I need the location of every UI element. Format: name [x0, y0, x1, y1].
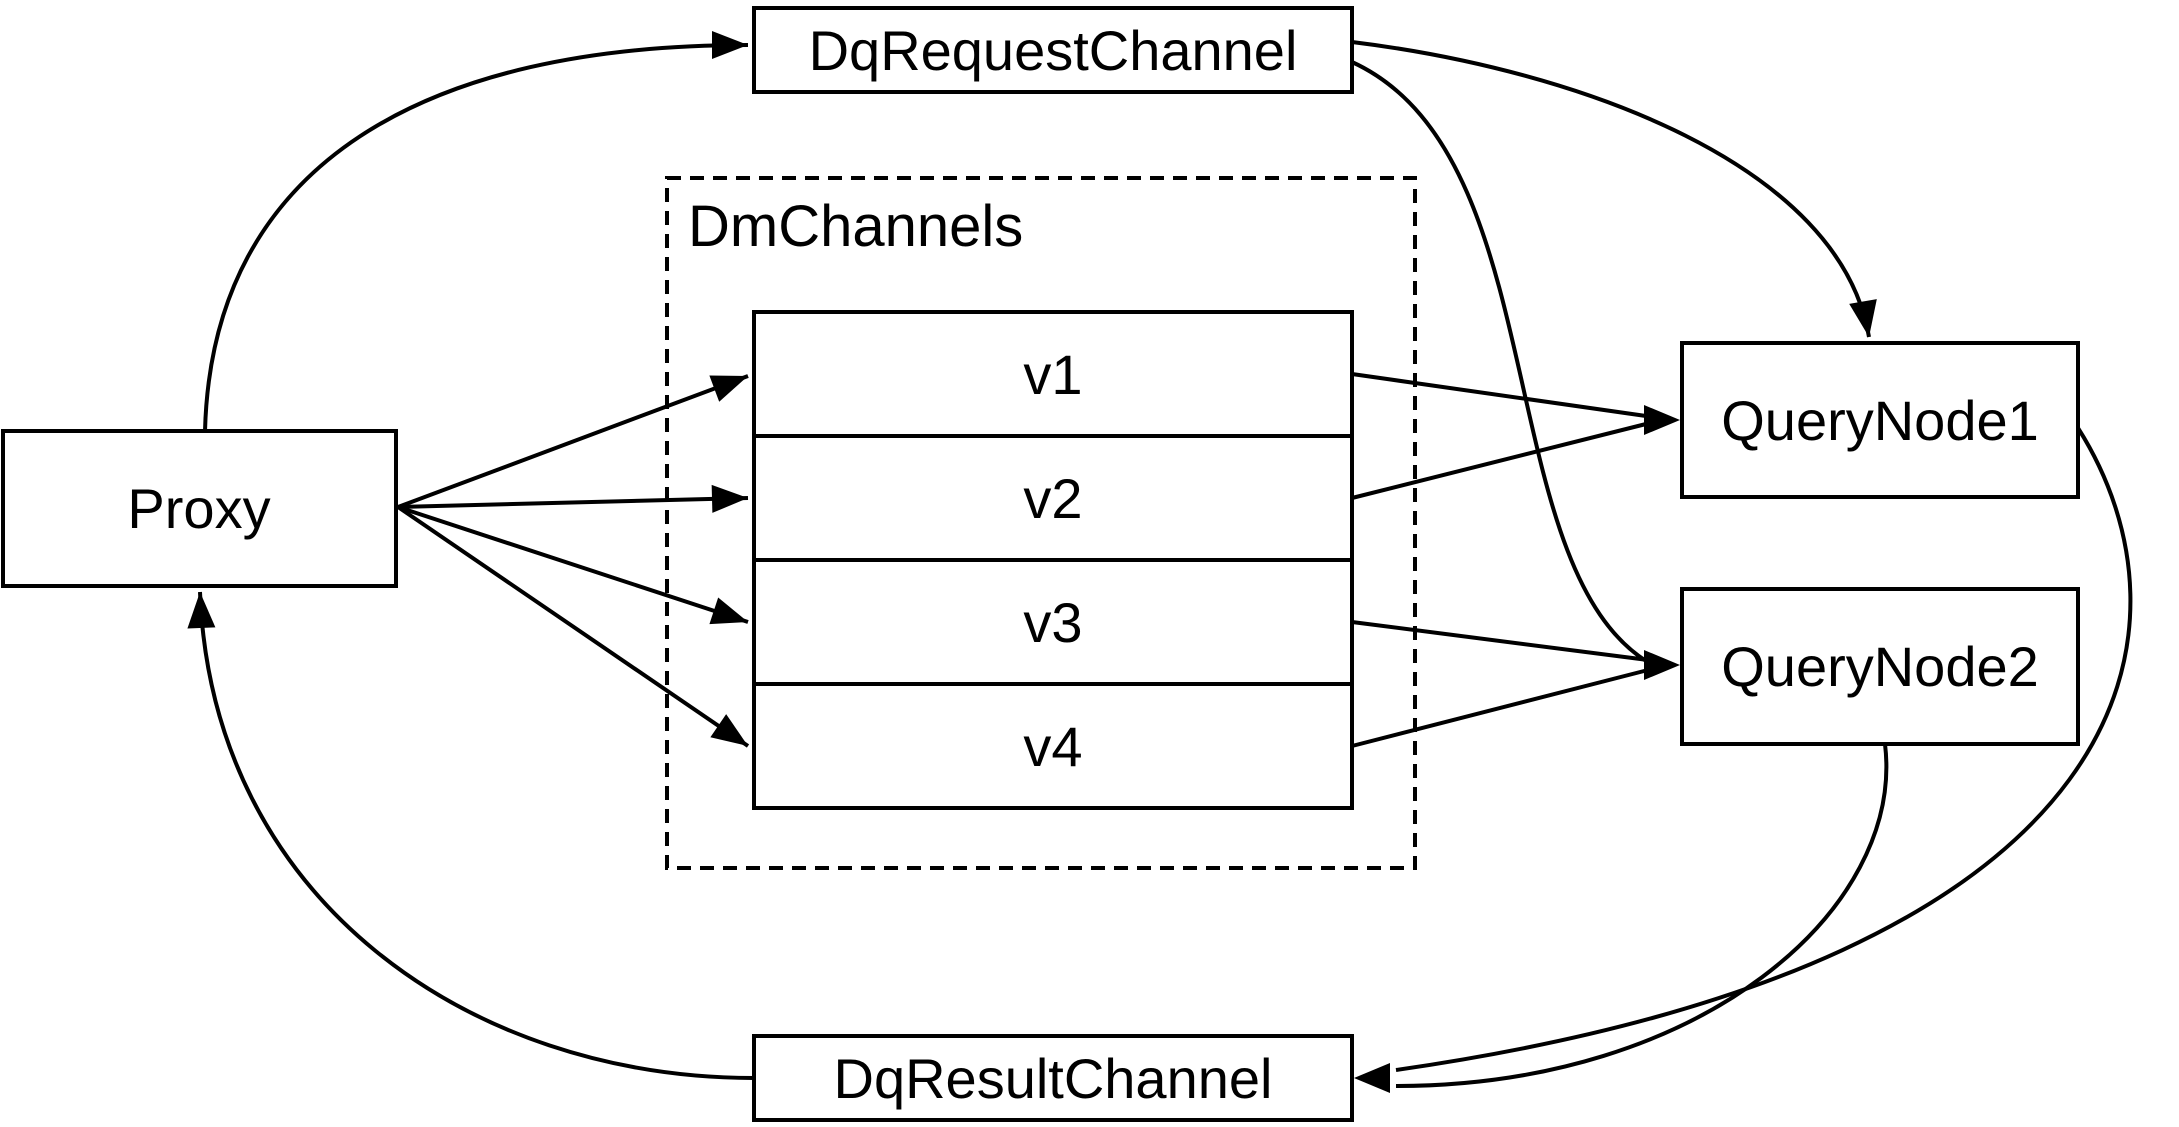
node-query-node-1: QueryNode1 — [1680, 341, 2080, 499]
query-node-2-box — [1680, 587, 2080, 746]
edge-query-node-2-to-dq-result-channel — [1395, 743, 1889, 1088]
edge-v4-to-query-node-2 — [1351, 668, 1649, 748]
dq-result-channel-label: DqResultChannel — [834, 1047, 1273, 1110]
dm-channels-group-box — [665, 176, 1417, 870]
query-node-2-label: QueryNode2 — [1721, 635, 2039, 698]
proxy-label: Proxy — [127, 477, 270, 540]
query-node-1-box — [1680, 341, 2080, 499]
node-query-node-2: QueryNode2 — [1680, 587, 2080, 746]
node-dq-result-channel: DqResultChannel — [752, 1034, 1354, 1122]
edge-proxy-to-v2 — [397, 484, 749, 513]
edge-v2-to-query-node-1 — [1351, 422, 1647, 500]
dq-result-channel-box — [752, 1034, 1354, 1122]
channel-v3-label: v3 — [1023, 591, 1082, 654]
channel-v1-label: v1 — [1023, 343, 1082, 406]
arrowhead-into-dq-result-channel — [1354, 1063, 1390, 1093]
edge-dq-request-channel-to-query-node-1 — [1351, 40, 1877, 338]
arrowhead-into-query-node-1 — [1644, 405, 1680, 435]
channel-v4-label: v4 — [1023, 715, 1082, 778]
edge-proxy-to-v4 — [396, 505, 750, 748]
node-proxy: Proxy — [1, 429, 398, 588]
edge-v1-to-query-node-1 — [1351, 372, 1647, 418]
edge-dq-result-channel-to-proxy — [187, 591, 755, 1080]
proxy-box — [1, 429, 398, 588]
node-dq-request-channel: DqRequestChannel — [752, 6, 1354, 94]
edge-v3-to-query-node-2 — [1351, 620, 1649, 662]
dm-channels-group-label: DmChannels — [688, 194, 1023, 259]
dq-request-channel-box — [752, 6, 1354, 94]
dq-request-channel-label: DqRequestChannel — [809, 19, 1298, 82]
edge-proxy-to-v3 — [397, 505, 749, 625]
arrowhead-into-query-node-2 — [1644, 650, 1680, 680]
query-node-1-label: QueryNode1 — [1721, 389, 2039, 452]
edge-proxy-to-dq-request-channel — [203, 31, 749, 432]
edge-query-node-1-to-dq-result-channel — [1395, 426, 2133, 1072]
channel-v2-label: v2 — [1023, 467, 1082, 530]
edge-dq-request-channel-to-query-node-2 — [1351, 60, 1648, 663]
edge-proxy-to-v1 — [397, 374, 749, 509]
